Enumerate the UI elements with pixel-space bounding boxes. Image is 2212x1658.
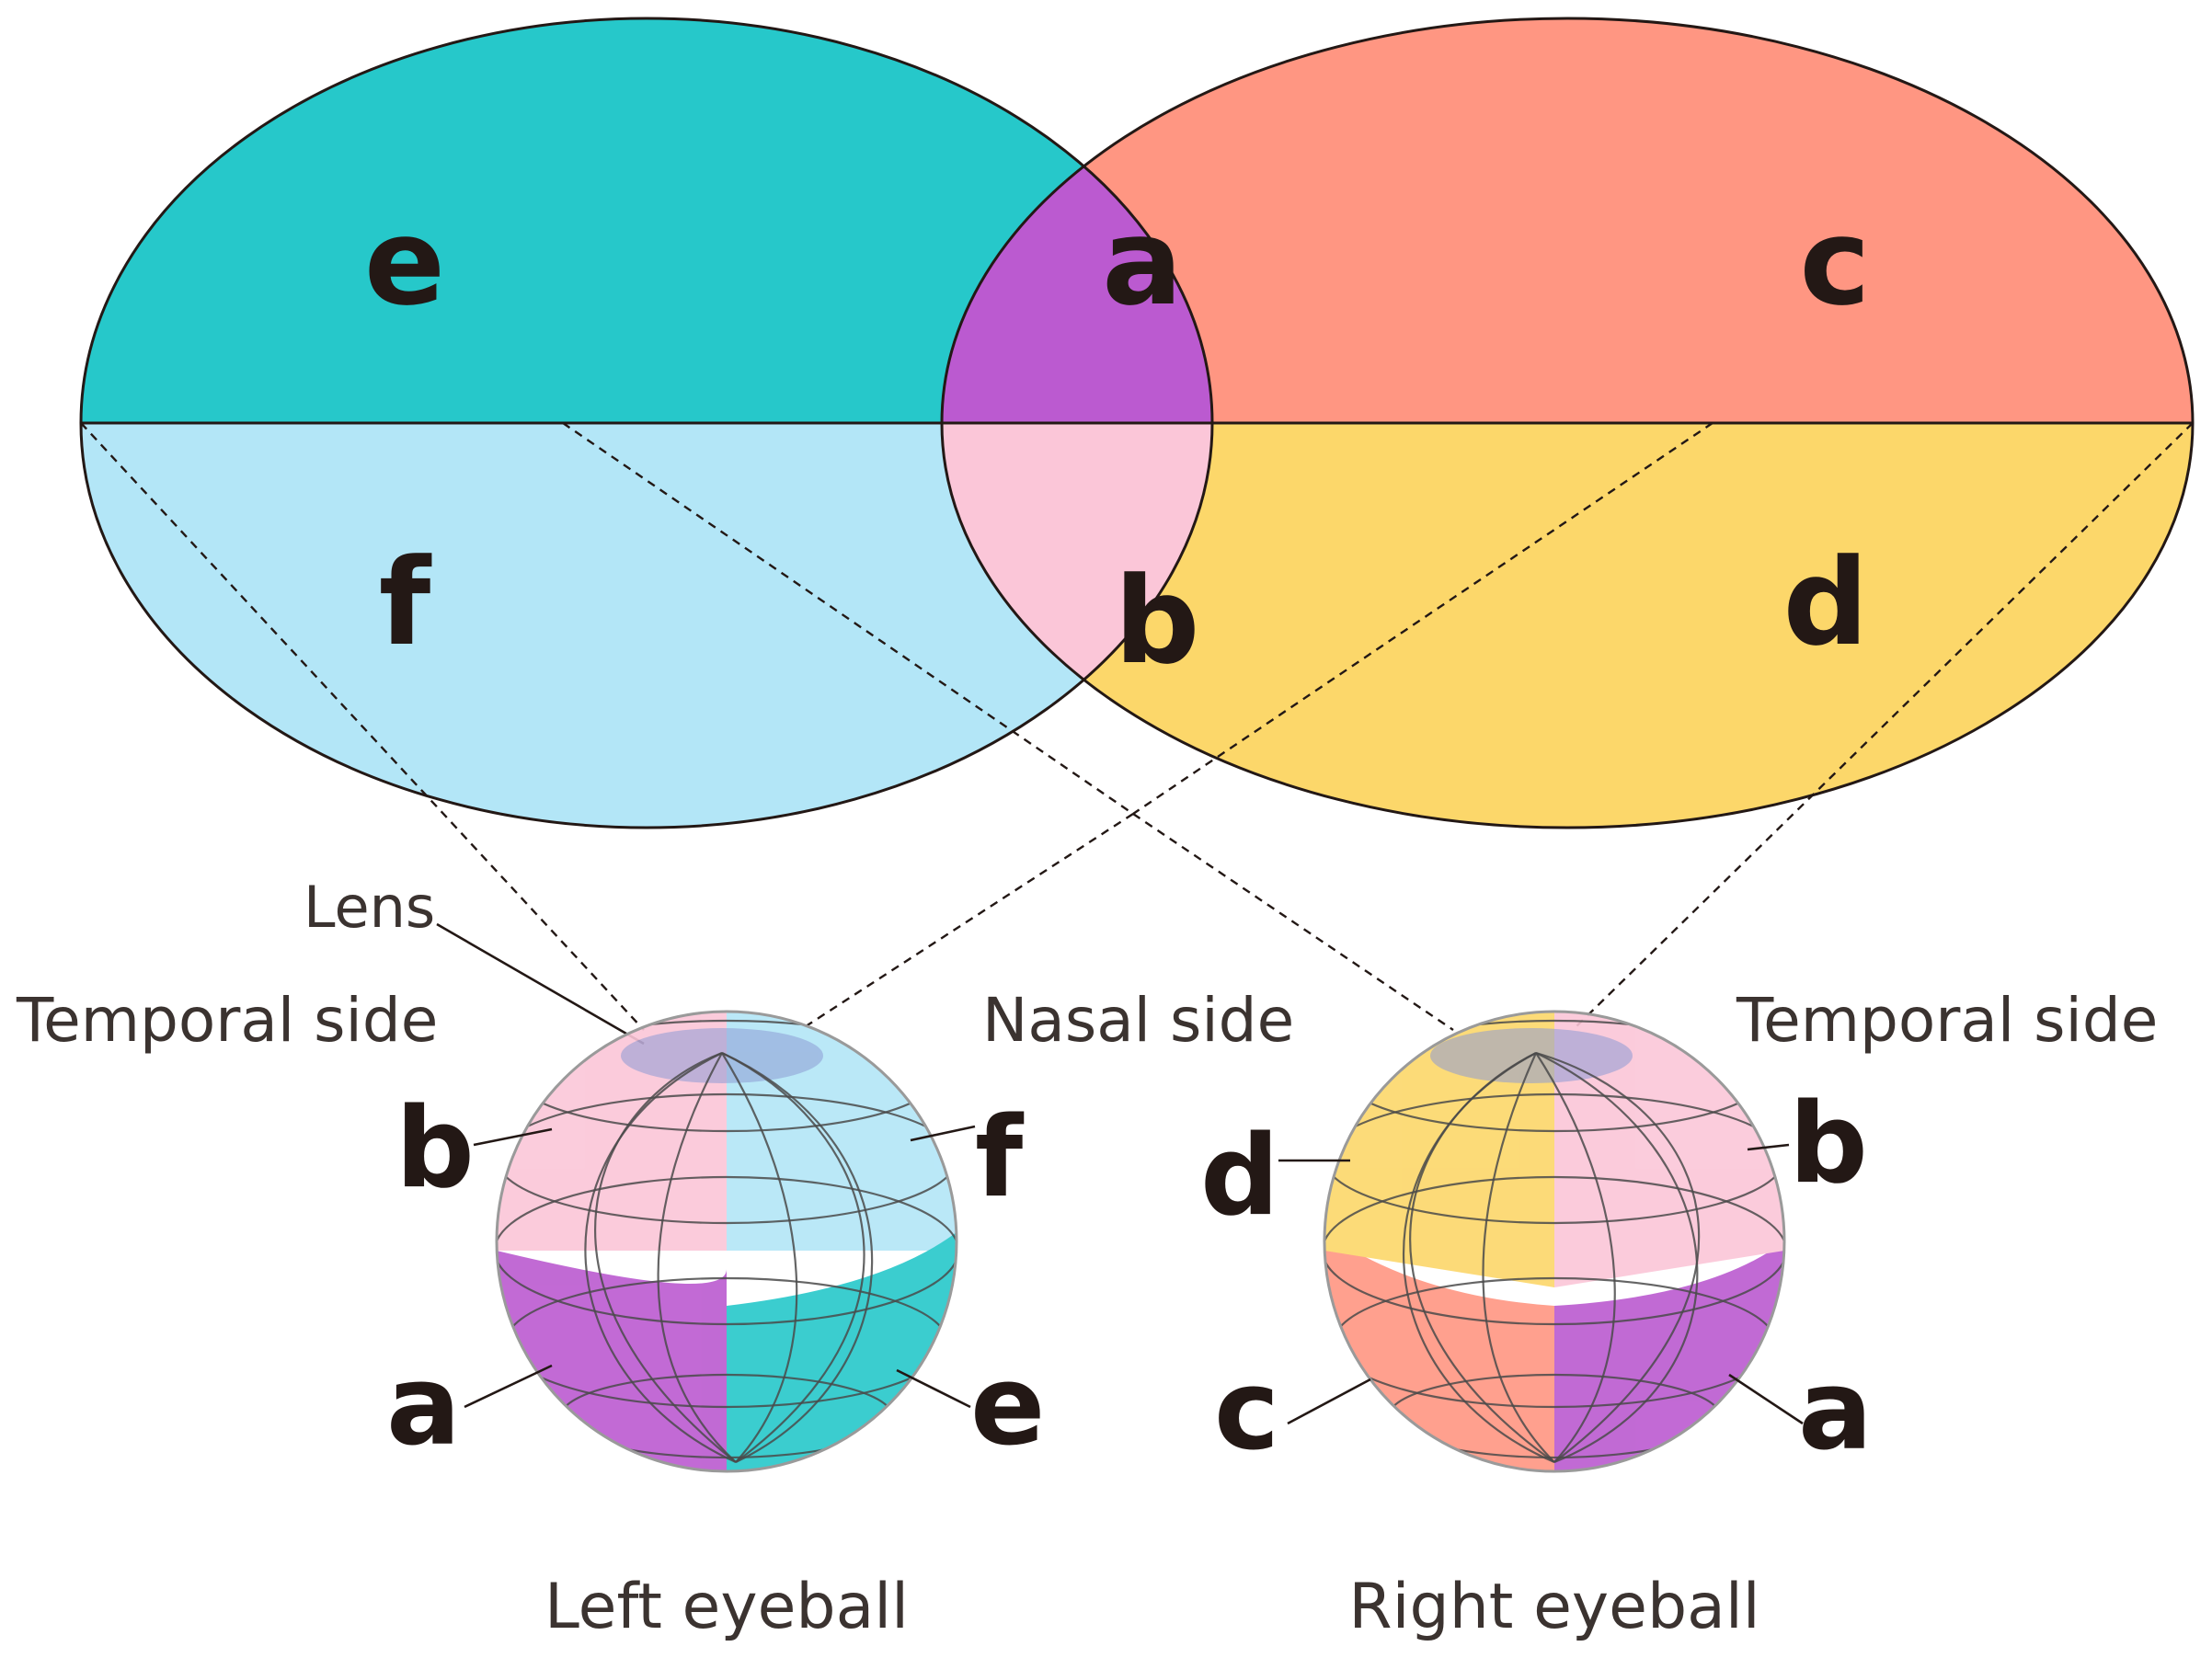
left-lens-highlight [621,1028,823,1083]
region-label-e: e [364,192,445,332]
right-eye-leader-b [1747,1143,1790,1151]
left-eyeball-outline [495,1010,958,1473]
left-eye-leader-a [464,1364,553,1409]
right-eye-label-b: b [1789,1081,1868,1208]
lens-label: Lens [304,874,435,941]
right-eye-leader-a [1728,1373,1804,1425]
temporal-side-right-label: Temporal side [1736,985,2158,1056]
left-eye-quadrant-a [497,1251,727,1471]
region-label-d: d [1782,532,1868,672]
left-eyeball: b f a e Left eyeball [386,1010,1045,1643]
right-eye-label-d: d [1200,1113,1279,1241]
visual-field-map: e a c f b d [79,17,2195,1032]
left-eye-label-e: e [970,1343,1045,1470]
left-eye-label-b: b [395,1085,475,1213]
left-eye-leader-b [473,1127,553,1147]
left-eye-label-a: a [386,1343,461,1470]
right-eye-label-a: a [1798,1347,1873,1475]
projection-lines [80,422,2194,1032]
right-eye-label-c: c [1214,1347,1279,1475]
region-label-a: a [1102,192,1183,332]
region-label-b: b [1114,551,1199,691]
left-eye-label-f: f [975,1094,1025,1222]
left-eye-grid [497,1019,957,1464]
right-eyeball-outline [1323,1010,1786,1473]
right-eyeball-label: Right eyeball [1348,1571,1759,1643]
lens-leader-line [436,922,645,1046]
right-eyeball: d b c a Right eyeball [1200,1010,1873,1643]
left-eye-leader-e [896,1368,971,1409]
left-eyeball-label: Left eyeball [544,1571,909,1643]
region-label-f: f [379,532,432,672]
region-label-c: c [1799,192,1870,332]
temporal-side-left-label: Temporal side [16,985,438,1056]
nasal-side-label: Nasal side [982,985,1294,1056]
left-eye-leader-f [910,1125,976,1142]
right-eye-leader-c [1287,1378,1371,1425]
